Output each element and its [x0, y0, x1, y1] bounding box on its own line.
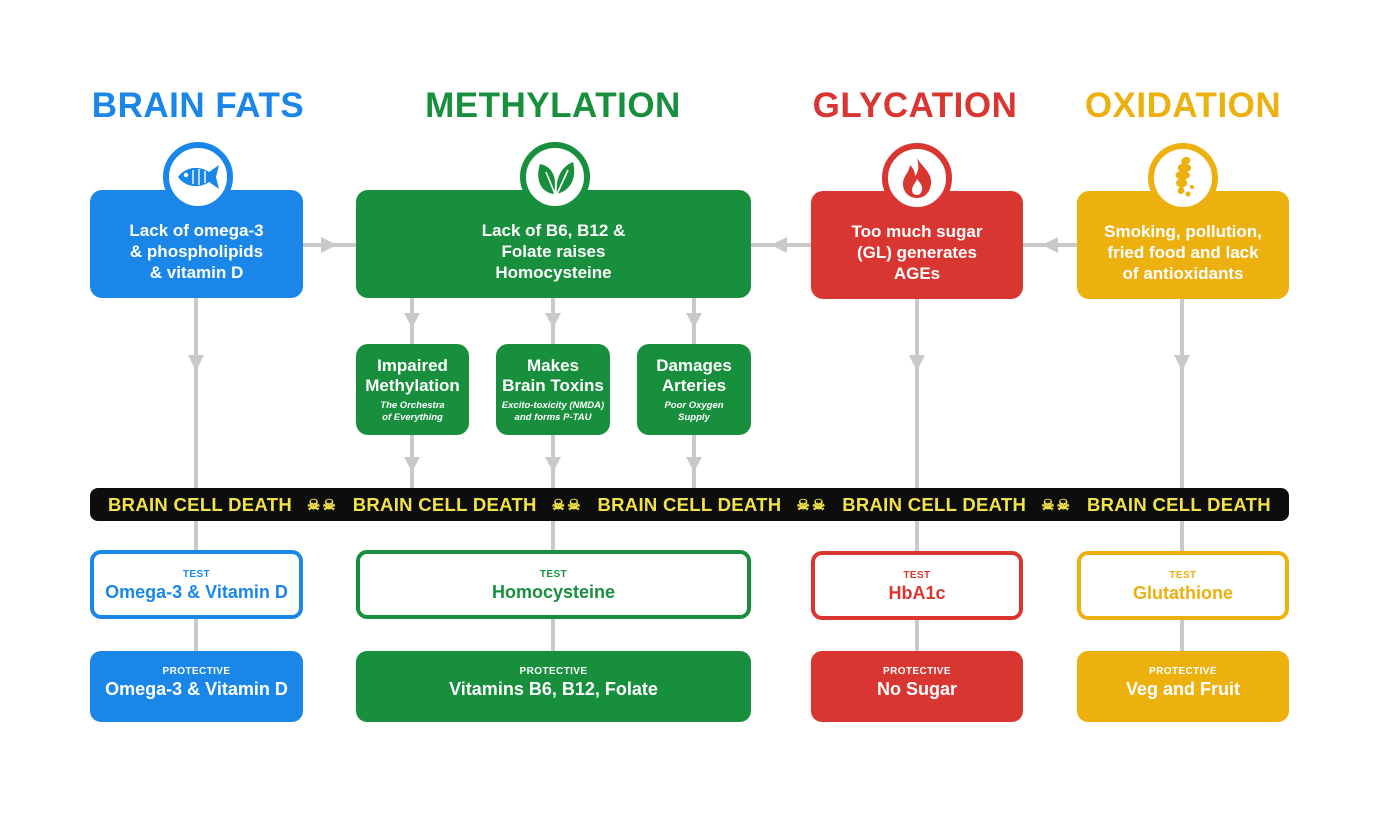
effect-card-brain-toxins: Makes Brain Toxins Excito-toxicity (NMDA…	[496, 344, 610, 435]
effect-note: The Orchestra of Everything	[380, 400, 444, 424]
banner-text: BRAIN CELL DEATH	[108, 493, 292, 515]
arrow-down-icon	[545, 457, 561, 472]
protective-label: PROTECTIVE	[1149, 666, 1217, 677]
test-value: Omega-3 & Vitamin D	[105, 582, 288, 602]
test-label: TEST	[182, 569, 211, 580]
arrow-left-icon	[1042, 237, 1058, 253]
effect-title: Impaired Methylation	[365, 356, 459, 396]
cause-line: AGEs	[893, 263, 941, 283]
cause-line: of antioxidants	[1122, 263, 1244, 283]
effect-note: Poor Oxygen Supply	[664, 400, 723, 424]
effect-note-line: Supply	[678, 411, 710, 423]
flame-icon	[882, 143, 952, 213]
arrow-down-icon	[404, 457, 420, 472]
arrow-down-icon	[1174, 355, 1190, 371]
cause-line: Homocysteine	[495, 262, 612, 282]
skull-icon: ☠☠	[796, 496, 828, 514]
test-label: TEST	[903, 570, 931, 581]
test-box-methylation: TEST Homocysteine	[356, 550, 751, 619]
arrow-down-icon	[545, 313, 561, 328]
protective-label: PROTECTIVE	[883, 666, 951, 677]
test-label: TEST	[1169, 570, 1197, 581]
fish-icon	[163, 142, 233, 212]
effect-note-line: The Orchestra	[380, 399, 445, 411]
skull-icon: ☠☠	[551, 496, 583, 514]
protective-value: Vitamins B6, B12, Folate	[449, 679, 658, 699]
protective-value: Omega-3 & Vitamin D	[105, 679, 288, 699]
brain-cell-death-banner: BRAIN CELL DEATH ☠☠ BRAIN CELL DEATH ☠☠ …	[90, 488, 1289, 521]
effect-card-damages-arteries: Damages Arteries Poor Oxygen Supply	[637, 344, 751, 435]
skull-icon: ☠☠	[1041, 496, 1073, 514]
arrow-right-icon	[321, 237, 337, 253]
effect-title-line: Brain Toxins	[502, 375, 604, 395]
cause-line: Smoking, pollution,	[1104, 221, 1262, 241]
protective-label: PROTECTIVE	[162, 666, 231, 677]
effect-title: Damages Arteries	[656, 356, 732, 396]
banner-text: BRAIN CELL DEATH	[352, 493, 537, 515]
cause-line: (GL) generates	[857, 242, 977, 262]
cause-card-brain-fats: Lack of omega-3 & phospholipids & vitami…	[90, 190, 303, 298]
protective-label: PROTECTIVE	[519, 666, 588, 677]
effect-note-line: of Everything	[382, 411, 443, 423]
column-title-oxidation: OXIDATION	[1084, 86, 1282, 125]
column-title-glycation: GLYCATION	[812, 86, 1018, 125]
arrow-down-icon	[686, 457, 702, 472]
effect-title-line: Arteries	[661, 375, 727, 395]
banner-text: BRAIN CELL DEATH	[842, 493, 1027, 515]
cause-line: & vitamin D	[149, 262, 244, 282]
effect-note-line: Poor Oxygen	[664, 399, 724, 411]
skull-icon: ☠☠	[306, 496, 338, 514]
effect-title-line: Damages	[656, 355, 732, 375]
protective-box-methylation: PROTECTIVE Vitamins B6, B12, Folate	[356, 651, 751, 722]
effect-card-impaired-methylation: Impaired Methylation The Orchestra of Ev…	[356, 344, 469, 435]
arrow-left-icon	[771, 237, 787, 253]
effect-note-line: and forms P-TAU	[514, 411, 592, 423]
protective-value: No Sugar	[876, 679, 957, 699]
test-box-oxidation: TEST Glutathione	[1077, 551, 1289, 620]
column-title-methylation: METHYLATION	[425, 86, 681, 125]
arrow-down-icon	[188, 355, 204, 371]
cause-line: Too much sugar	[851, 221, 983, 241]
effect-note: Excito-toxicity (NMDA) and forms P-TAU	[502, 400, 604, 424]
cause-line: Lack of B6, B12 &	[481, 220, 626, 240]
column-title-brain-fats: BRAIN FATS	[91, 86, 305, 125]
leaf-icon	[520, 142, 590, 212]
banner-text: BRAIN CELL DEATH	[1086, 493, 1271, 515]
cause-line: & phospholipids	[129, 241, 264, 261]
test-value: HbA1c	[888, 583, 946, 603]
arrow-down-icon	[404, 313, 420, 328]
effect-title-line: Impaired	[377, 355, 448, 375]
effect-title: Makes Brain Toxins	[502, 356, 604, 396]
smoke-icon	[1148, 143, 1218, 213]
test-box-brain-fats: TEST Omega-3 & Vitamin D	[90, 550, 303, 619]
arrow-down-icon	[909, 355, 925, 371]
cause-line: Folate raises	[501, 241, 606, 261]
test-value: Glutathione	[1133, 583, 1233, 603]
effect-note-line: Excito-toxicity (NMDA)	[501, 399, 605, 411]
protective-box-oxidation: PROTECTIVE Veg and Fruit	[1077, 651, 1289, 722]
protective-box-brain-fats: PROTECTIVE Omega-3 & Vitamin D	[90, 651, 303, 722]
test-label: TEST	[539, 569, 568, 580]
protective-value: Veg and Fruit	[1125, 679, 1240, 699]
effect-title-line: Methylation	[365, 375, 460, 395]
test-box-glycation: TEST HbA1c	[811, 551, 1023, 620]
test-value: Homocysteine	[491, 582, 616, 602]
banner-text: BRAIN CELL DEATH	[597, 493, 782, 515]
cause-line: Lack of omega-3	[129, 220, 264, 240]
arrow-down-icon	[686, 313, 702, 328]
protective-box-glycation: PROTECTIVE No Sugar	[811, 651, 1023, 722]
effect-title-line: Makes	[527, 355, 579, 375]
cause-line: fried food and lack	[1107, 242, 1259, 262]
